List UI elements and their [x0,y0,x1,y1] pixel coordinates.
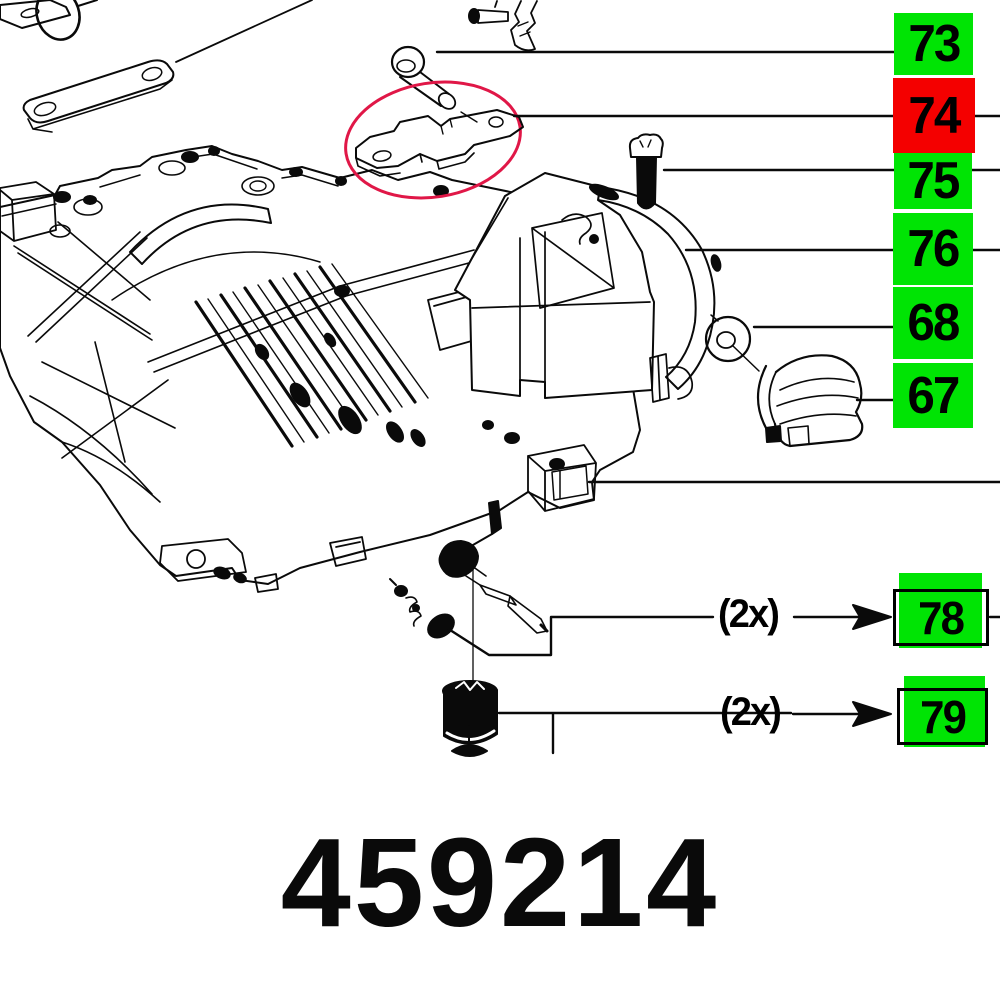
housing-part-76 [454,172,722,403]
leader-line-79 [497,711,793,755]
pin-part-73 [390,45,478,123]
arrow-icon-78 [852,604,892,630]
callout-74-highlighted[interactable]: 74 [893,78,975,153]
callout-76-label: 76 [907,220,960,278]
callout-78-green-box [899,573,982,648]
wrench-bar-parts [0,0,313,133]
bracket-part-74 [355,109,524,177]
highlight-circle [344,80,522,200]
callout-79-label: 79 [920,690,967,743]
callout-73-label: 73 [907,15,961,73]
callout-75[interactable]: 75 [894,153,972,209]
quantity-label-79: (2x) [720,690,782,734]
lever-spring-parts-78 [389,500,715,685]
leader-line-diagonal [175,0,313,63]
leader-line-78 [445,615,715,657]
quantity-label-78: (2x) [718,592,780,636]
callout-67[interactable]: 67 [893,363,973,428]
washer-part-68 [704,314,760,372]
callout-78[interactable]: 78 [893,589,989,646]
callout-67-label: 67 [907,366,960,425]
spring-sleeve-part-79 [442,680,793,757]
callout-68-label: 68 [907,294,960,352]
leader-lines [435,50,1000,619]
knob-part-67 [756,354,864,448]
callout-74-label: 74 [908,86,961,145]
rib-field [194,263,429,448]
arrowheads [791,604,892,727]
callout-79[interactable]: 79 [897,688,988,745]
part-number: 459214 [280,812,720,953]
callout-68[interactable]: 68 [893,287,973,359]
arrow-icon-79 [852,701,892,727]
callout-79-green-box [904,676,985,747]
callout-78-label: 78 [918,591,966,644]
screw-part-75 [628,133,664,210]
top-cropped-parts [468,0,538,52]
callout-76[interactable]: 76 [893,213,973,285]
callout-75-label: 75 [907,152,960,210]
callout-73[interactable]: 73 [894,13,973,75]
